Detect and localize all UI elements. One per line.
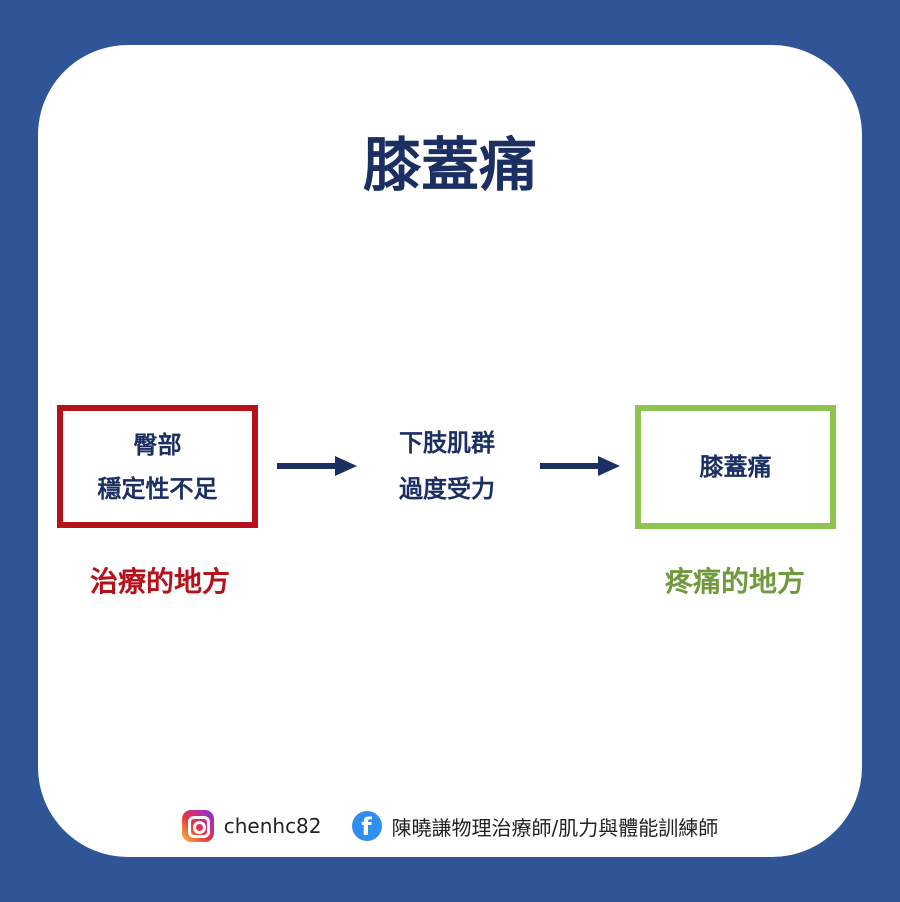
effect-label: 膝蓋痛 — [699, 453, 772, 481]
cause-line-1: 臀部 — [133, 430, 182, 459]
middle-line-1: 下肢肌群 — [399, 429, 495, 457]
footer: chenhc82 f 陳曉謙物理治療師/肌力與體能訓練師 — [0, 810, 900, 842]
treat-label: 治療的地方 — [89, 565, 230, 598]
page-title: 膝蓋痛 — [362, 131, 537, 199]
arrow-right-icon — [540, 456, 620, 476]
middle-line-2: 過度受力 — [399, 475, 495, 503]
instagram-icon — [181, 810, 214, 842]
card — [38, 45, 862, 857]
arrow-right-icon — [277, 456, 357, 476]
middle-text: 下肢肌群 過度受力 — [367, 420, 527, 512]
cause-line-2: 穩定性不足 — [97, 474, 218, 503]
facebook-icon: f — [351, 811, 382, 841]
instagram-handle[interactable]: chenhc82 — [223, 814, 322, 838]
facebook-name[interactable]: 陳曉謙物理治療師/肌力與體能訓練師 — [391, 815, 719, 840]
effect-box: 膝蓋痛 — [635, 405, 836, 529]
cause-box: 臀部 穩定性不足 — [57, 405, 258, 528]
pain-label: 疼痛的地方 — [664, 565, 805, 598]
